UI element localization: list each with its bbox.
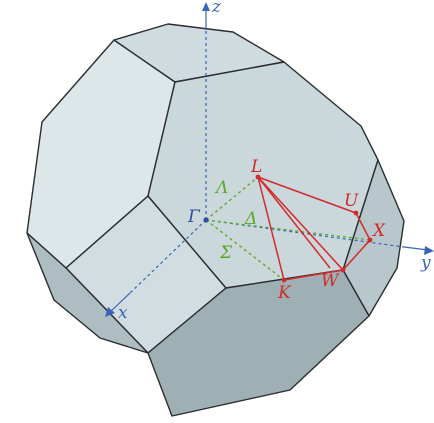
- y-axis-label: y: [420, 253, 431, 273]
- x-axis-label: x: [118, 303, 128, 323]
- L-label: L: [250, 157, 262, 177]
- point-L-dot: [255, 174, 261, 180]
- X-W-line: [342, 239, 371, 271]
- labels: z y x Γ L U X W K Λ Δ Σ: [118, 0, 431, 323]
- hexagon-face-bottom: [147, 269, 370, 417]
- high-symmetry-path: [203, 174, 373, 283]
- z-axis-arrowhead: [202, 2, 210, 11]
- point-X-dot: [367, 237, 373, 243]
- point-U-dot: [353, 210, 359, 216]
- x-axis-arrowhead: [105, 307, 115, 317]
- square-face-right: [342, 159, 405, 317]
- K-label: K: [277, 283, 292, 303]
- W-label: W: [321, 271, 340, 291]
- L-K-line: [257, 176, 285, 281]
- gamma-K-line: [205, 219, 285, 281]
- truncated-octahedron: [26, 23, 405, 417]
- square-face-bottom-left: [26, 232, 149, 354]
- z-axis-label: z: [211, 0, 222, 17]
- y-axis-outer: [403, 246, 429, 251]
- U-X-line: [355, 212, 371, 241]
- y-axis-arrowhead: [424, 246, 434, 255]
- gamma-L-line: [205, 176, 259, 221]
- point-K-dot: [281, 277, 287, 283]
- L-U-line: [257, 176, 357, 214]
- point-gamma-dot: [203, 217, 209, 223]
- point-W-dot: [340, 267, 346, 273]
- lambda-label: Λ: [214, 178, 228, 198]
- gamma-label: Γ: [187, 207, 201, 227]
- square-face-top: [113, 23, 285, 83]
- x-axis-outer: [109, 292, 131, 313]
- delta-label: Δ: [244, 209, 257, 229]
- L-W-line-2: [257, 176, 331, 269]
- axes: [105, 2, 434, 317]
- K-W-line: [283, 269, 344, 281]
- symmetry-lines: [205, 176, 371, 281]
- sigma-label: Σ: [219, 243, 233, 263]
- L-W-line: [257, 176, 344, 271]
- U-label: U: [344, 191, 359, 211]
- X-label: X: [371, 221, 386, 241]
